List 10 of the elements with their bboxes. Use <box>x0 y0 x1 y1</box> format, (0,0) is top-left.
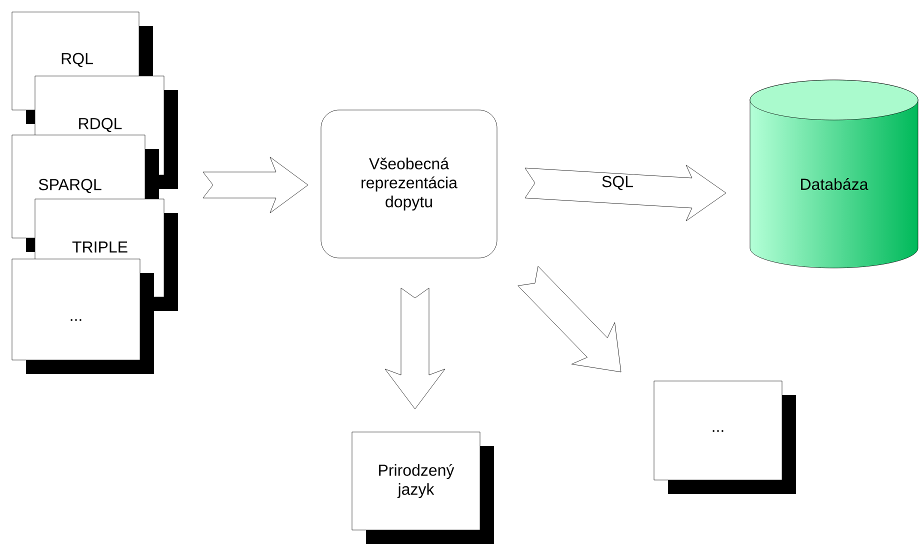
block-arrow <box>202 156 308 214</box>
block-arrow <box>384 288 446 410</box>
database-cylinder: Databáza <box>750 80 918 268</box>
block-arrow <box>518 266 622 372</box>
edge-label: SQL <box>600 174 635 192</box>
block-arrow <box>524 164 726 222</box>
document-box: ... <box>654 380 796 494</box>
process-box: Všeobecná reprezentácia dopytu <box>320 110 498 258</box>
document-box: Prirodzený jazyk <box>352 432 494 544</box>
document-box: ... <box>12 258 154 374</box>
